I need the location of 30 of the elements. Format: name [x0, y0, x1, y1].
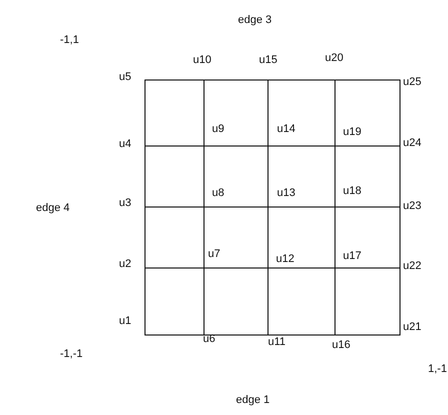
point-label: u21 [403, 321, 422, 334]
point-label: u3 [119, 197, 132, 210]
corner-coordinate: -1,1 [60, 34, 79, 47]
corner-coordinate: -1,-1 [60, 348, 83, 361]
corner-coordinate: 1,-1 [428, 363, 447, 376]
point-label: u9 [212, 123, 224, 136]
point-label: u13 [277, 187, 296, 200]
point-label: u20 [325, 52, 344, 65]
point-label: u5 [119, 71, 132, 84]
side-name: edge 4 [36, 202, 70, 215]
point-label: u17 [343, 250, 362, 263]
point-label: u8 [212, 187, 224, 200]
point-label: u16 [332, 339, 350, 352]
side-name: edge 3 [238, 14, 272, 27]
point-label: u25 [403, 76, 422, 89]
point-label: u23 [403, 200, 422, 213]
point-label: u10 [193, 54, 212, 67]
point-label: u19 [343, 126, 362, 139]
point-label: u24 [403, 137, 422, 150]
point-label: u4 [119, 138, 132, 151]
point-label: u22 [403, 260, 422, 273]
point-label: u18 [343, 185, 362, 198]
point-label: u1 [119, 315, 132, 328]
point-label: u7 [208, 248, 220, 261]
point-label: u2 [119, 258, 132, 271]
point-label: u15 [259, 54, 278, 67]
point-label: u14 [277, 123, 296, 136]
point-label: u12 [276, 253, 294, 266]
side-name: edge 1 [236, 394, 270, 407]
point-label: u11 [268, 336, 286, 349]
